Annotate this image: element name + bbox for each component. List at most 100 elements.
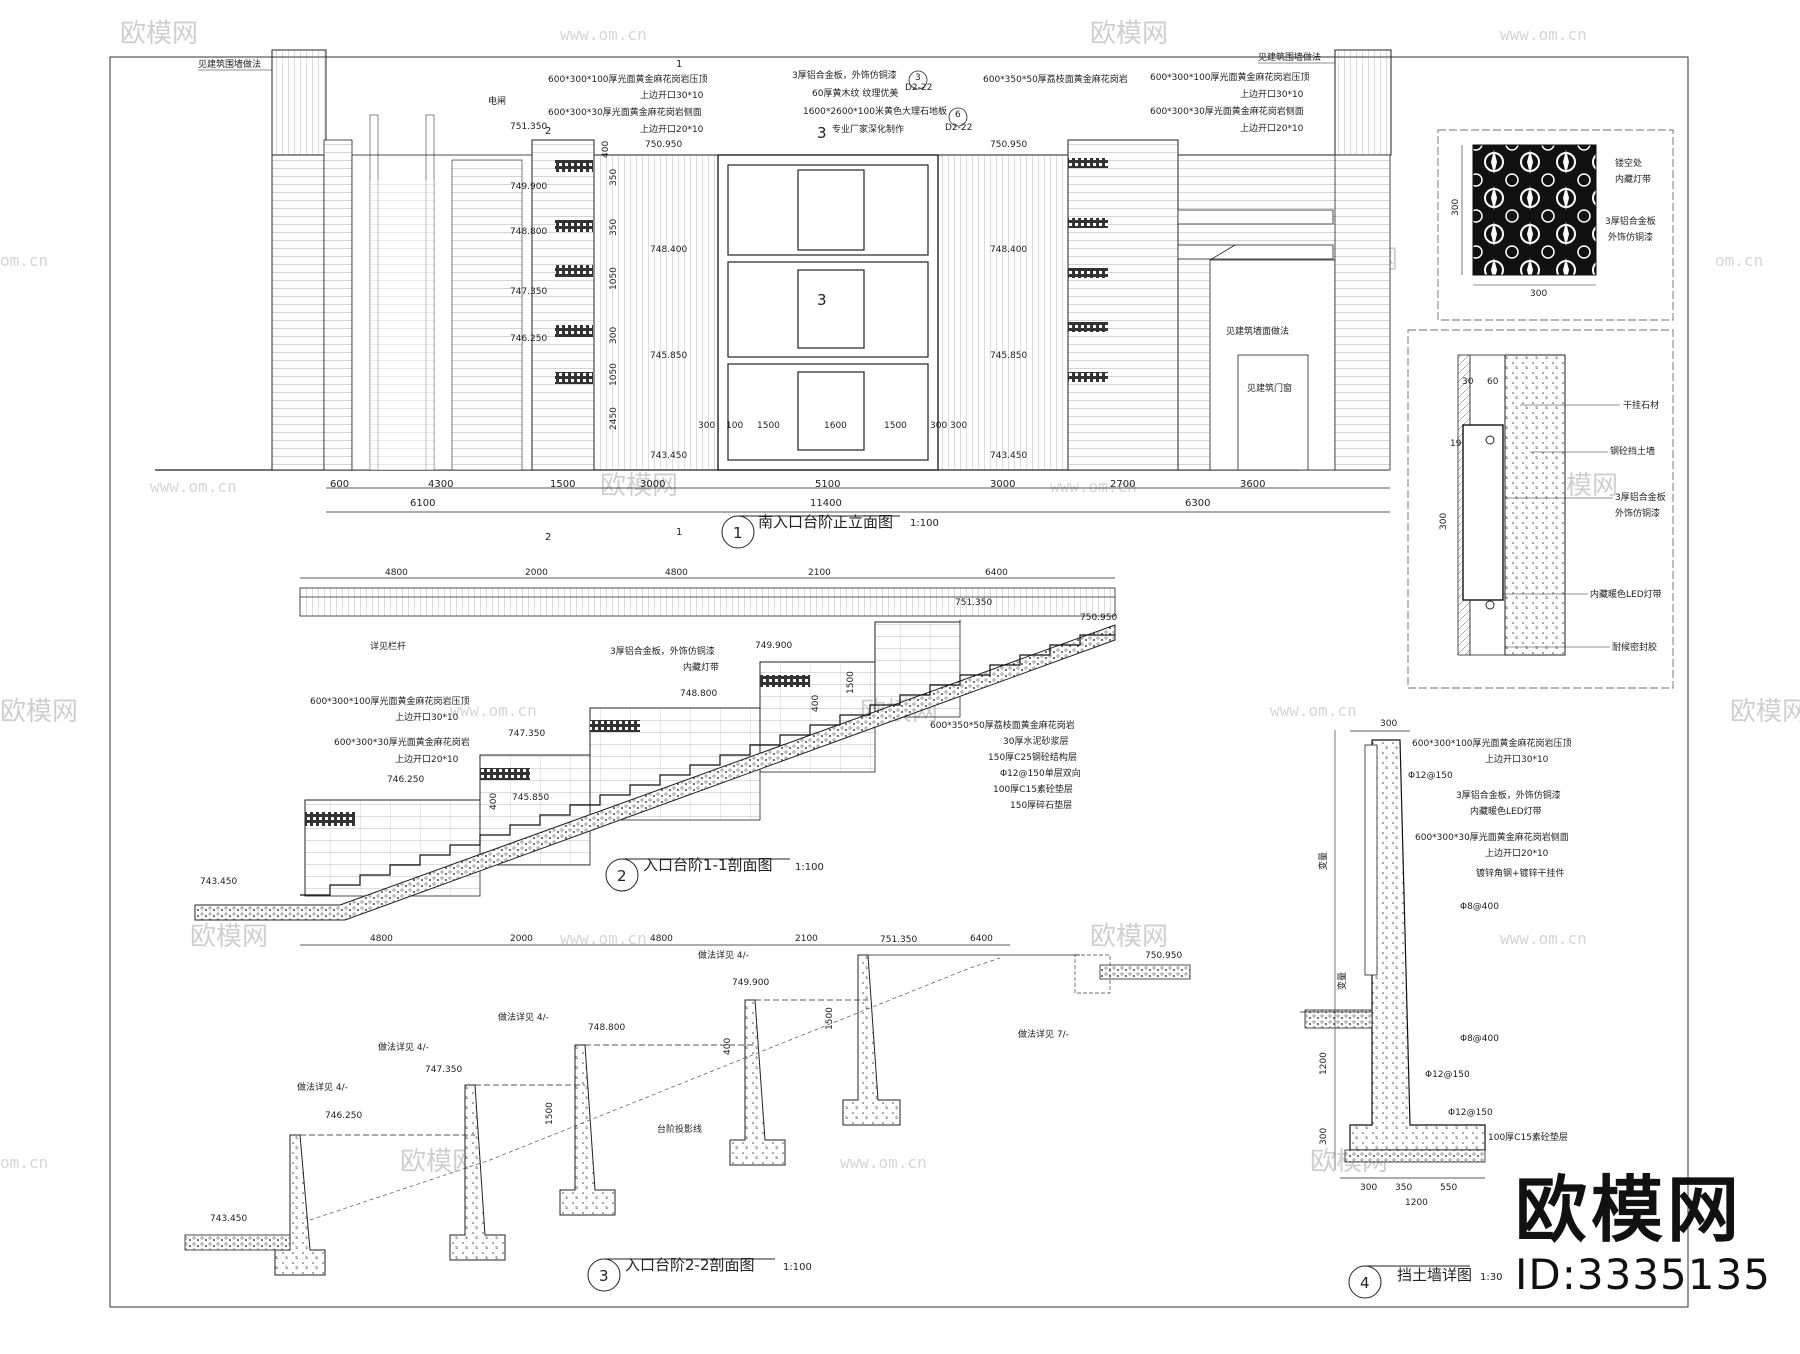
- elev-levels: 751.350 750.950 750.950 749.900 748.800 …: [510, 122, 1027, 461]
- svg-text:550: 550: [1440, 1183, 1457, 1193]
- svg-text:Φ12@150: Φ12@150: [1448, 1108, 1493, 1118]
- svg-text:600: 600: [330, 479, 349, 490]
- svg-text:600*300*30厚光面黄金麻花岗岩: 600*300*30厚光面黄金麻花岗岩: [334, 736, 470, 748]
- svg-text:745.850: 745.850: [512, 793, 549, 803]
- watermark-url: www.om.cn: [840, 1153, 927, 1172]
- svg-text:内藏暖色LED灯带: 内藏暖色LED灯带: [1470, 805, 1542, 817]
- svg-text:300: 300: [698, 421, 715, 431]
- watermark-url: www.om.cn: [450, 701, 537, 720]
- view-title: 入口台阶1-1剖面图: [643, 856, 773, 874]
- svg-text:内藏灯带: 内藏灯带: [1615, 173, 1651, 185]
- svg-text:747.350: 747.350: [425, 1065, 462, 1075]
- svg-text:4: 4: [1360, 1274, 1370, 1292]
- svg-text:3: 3: [599, 1267, 609, 1285]
- svg-text:2000: 2000: [525, 568, 548, 578]
- svg-text:600*300*100厚光面黄金麻花岗岩压顶: 600*300*100厚光面黄金麻花岗岩压顶: [548, 73, 708, 85]
- watermark-url: om.cn: [0, 1153, 48, 1172]
- svg-text:2: 2: [545, 126, 551, 137]
- svg-text:2: 2: [617, 867, 627, 885]
- svg-text:3: 3: [817, 291, 827, 309]
- svg-text:上边开口20*10: 上边开口20*10: [1485, 848, 1549, 859]
- svg-text:30厚水泥砂浆层: 30厚水泥砂浆层: [1003, 735, 1068, 747]
- svg-text:做法详见 7/-: 做法详见 7/-: [1018, 1028, 1069, 1040]
- watermark-url: www.om.cn: [150, 477, 237, 496]
- svg-text:耐候密封胶: 耐候密封胶: [1612, 641, 1657, 653]
- svg-text:D2-22: D2-22: [905, 83, 932, 93]
- svg-text:400: 400: [489, 793, 499, 810]
- svg-text:300: 300: [609, 327, 619, 344]
- svg-text:1: 1: [676, 59, 682, 70]
- svg-text:干挂石材: 干挂石材: [1623, 399, 1659, 411]
- svg-text:1:100: 1:100: [783, 1262, 812, 1273]
- svg-text:743.450: 743.450: [210, 1214, 247, 1224]
- wall-labels: 600*300*100厚光面黄金麻花岗岩压顶 上边开口30*10 Φ12@150…: [1408, 737, 1572, 1143]
- svg-text:1500: 1500: [545, 1102, 555, 1125]
- svg-text:Φ8@400: Φ8@400: [1460, 1034, 1499, 1044]
- svg-text:2450: 2450: [609, 407, 619, 430]
- svg-text:350: 350: [1395, 1183, 1412, 1193]
- svg-text:上边开口30*10: 上边开口30*10: [1240, 89, 1304, 100]
- svg-text:外饰仿铜漆: 外饰仿铜漆: [1608, 231, 1653, 243]
- svg-text:100: 100: [726, 421, 743, 431]
- svg-text:748.800: 748.800: [588, 1023, 625, 1033]
- svg-text:751.350: 751.350: [955, 598, 992, 608]
- section-2-2-view: 4800 2000 4800 2100 6400 751.350 750.950…: [184, 934, 1191, 1292]
- svg-text:6400: 6400: [985, 568, 1008, 578]
- svg-text:3: 3: [817, 124, 827, 142]
- watermark-url: om.cn: [1715, 251, 1763, 270]
- svg-text:150厚碎石垫层: 150厚碎石垫层: [1010, 799, 1072, 811]
- watermark-url: www.om.cn: [560, 929, 647, 948]
- svg-text:2100: 2100: [808, 568, 831, 578]
- svg-text:1:100: 1:100: [795, 862, 824, 873]
- elev-vdims: 400 350 350 1050 300 1050 2450: [601, 141, 619, 430]
- svg-text:1200: 1200: [1405, 1198, 1428, 1208]
- watermark-url: www.om.cn: [560, 25, 647, 44]
- section-1-1-view: 4800 2000 4800 2100 6400 750.950 751.350…: [194, 568, 1117, 921]
- svg-text:D2-22: D2-22: [945, 123, 972, 133]
- watermark-brand: 欧模网: [1730, 697, 1800, 727]
- elev-labels: 见建筑围墙做法 见建筑围墙做法 电闸 600*300*100厚光面黄金麻花岗岩压…: [198, 51, 1335, 394]
- svg-text:3000: 3000: [640, 479, 665, 490]
- svg-text:2700: 2700: [1110, 479, 1135, 490]
- svg-text:60厚黄木纹 纹理优美: 60厚黄木纹 纹理优美: [812, 87, 898, 99]
- svg-text:上边开口30*10: 上边开口30*10: [640, 90, 704, 101]
- svg-text:5100: 5100: [815, 479, 840, 490]
- svg-text:745.850: 745.850: [990, 351, 1027, 361]
- svg-text:300: 300: [1319, 1128, 1329, 1145]
- svg-text:400: 400: [723, 1038, 733, 1055]
- svg-text:2: 2: [545, 532, 551, 543]
- svg-text:350: 350: [609, 169, 619, 186]
- svg-text:11400: 11400: [810, 498, 842, 509]
- svg-text:600*300*100厚光面黄金麻花岗岩压顶: 600*300*100厚光面黄金麻花岗岩压顶: [310, 695, 470, 707]
- svg-text:2000: 2000: [510, 934, 533, 944]
- svg-text:1200: 1200: [1319, 1052, 1329, 1075]
- svg-text:600*300*100厚光面黄金麻花岗岩压顶: 600*300*100厚光面黄金麻花岗岩压顶: [1412, 737, 1572, 749]
- svg-text:746.250: 746.250: [510, 334, 547, 344]
- svg-text:1500: 1500: [884, 421, 907, 431]
- svg-text:743.450: 743.450: [200, 877, 237, 887]
- svg-text:钢砼挡土墙: 钢砼挡土墙: [1610, 445, 1655, 457]
- svg-text:6100: 6100: [410, 498, 435, 509]
- svg-text:3厚铝合金板，外饰仿铜漆: 3厚铝合金板，外饰仿铜漆: [610, 645, 715, 657]
- svg-text:上边开口20*10: 上边开口20*10: [395, 754, 459, 765]
- svg-text:变量: 变量: [1336, 972, 1348, 990]
- sec11-labels: 详见栏杆 3厚铝合金板，外饰仿铜漆 内藏灯带 600*300*100厚光面黄金麻…: [310, 640, 1081, 811]
- svg-text:751.350: 751.350: [880, 935, 917, 945]
- svg-text:3: 3: [915, 73, 921, 83]
- svg-text:745.850: 745.850: [650, 351, 687, 361]
- svg-text:6400: 6400: [970, 934, 993, 944]
- svg-text:3厚铝合金板: 3厚铝合金板: [1605, 215, 1656, 227]
- svg-text:1050: 1050: [609, 363, 619, 386]
- svg-text:3000: 3000: [990, 479, 1015, 490]
- svg-text:见建筑门窗: 见建筑门窗: [1247, 382, 1292, 394]
- svg-text:1500: 1500: [825, 1007, 835, 1030]
- brand-stamp: 欧模网 ID:3335135: [1515, 1170, 1771, 1300]
- svg-text:做法详见 4/-: 做法详见 4/-: [698, 949, 749, 961]
- svg-text:3600: 3600: [1240, 479, 1265, 490]
- svg-text:专业厂家深化制作: 专业厂家深化制作: [832, 123, 904, 135]
- svg-text:400: 400: [811, 695, 821, 712]
- svg-text:Φ12@150: Φ12@150: [1425, 1070, 1470, 1080]
- svg-text:100厚C15素砼垫层: 100厚C15素砼垫层: [993, 783, 1073, 795]
- watermark-url: www.om.cn: [1500, 25, 1587, 44]
- svg-text:Φ12@150单层双向: Φ12@150单层双向: [1000, 767, 1081, 779]
